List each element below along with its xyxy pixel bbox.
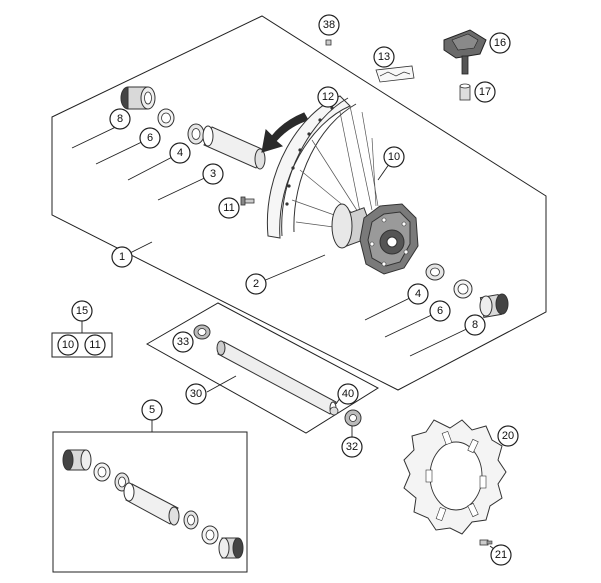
svg-text:40: 40 <box>342 388 354 400</box>
leader-2 <box>255 254 326 285</box>
svg-text:16: 16 <box>494 37 506 49</box>
callout-4-right: 4 <box>407 283 429 305</box>
callout-38: 38 <box>318 14 340 36</box>
svg-text:32: 32 <box>346 441 358 453</box>
valve-cap-icon <box>325 39 332 46</box>
callout-20: 20 <box>497 425 519 447</box>
callout-33: 33 <box>172 331 194 353</box>
svg-text:3: 3 <box>210 168 216 180</box>
svg-text:5: 5 <box>149 404 155 416</box>
distance-sleeve-icon <box>202 125 266 170</box>
svg-text:10: 10 <box>388 151 400 163</box>
bearing-right-icon <box>425 263 445 281</box>
wheel-spindle-panel <box>145 302 379 434</box>
svg-text:15: 15 <box>76 305 88 317</box>
wheel-spindle-icon <box>216 340 337 415</box>
callout-8-left: 8 <box>109 108 131 130</box>
rim-tape-icon <box>375 65 415 83</box>
callout-10-spokes: 10 <box>383 146 405 168</box>
svg-text:4: 4 <box>415 288 421 300</box>
wheel-rim-icon <box>266 95 357 239</box>
svg-text:12: 12 <box>322 91 334 103</box>
kit-bearing-seal-right-icon <box>218 537 244 559</box>
svg-text:8: 8 <box>472 319 478 331</box>
svg-text:2: 2 <box>253 278 259 290</box>
spacer-ring-right-icon <box>453 279 473 299</box>
callout-6-right: 6 <box>429 300 451 322</box>
svg-text:30: 30 <box>190 388 202 400</box>
callout-10-kit: 10 <box>57 334 79 356</box>
kit-bearing-2-icon <box>183 510 199 530</box>
svg-text:20: 20 <box>502 430 514 442</box>
callout-15: 15 <box>71 300 93 322</box>
spindle-nut-icon <box>193 324 211 340</box>
rim-lock-icon <box>443 29 487 75</box>
bearing-seal-left-icon <box>120 86 156 110</box>
svg-text:6: 6 <box>437 305 443 317</box>
svg-text:33: 33 <box>177 336 189 348</box>
leader-30 <box>206 375 237 393</box>
disc-screw-icon <box>479 539 493 546</box>
leader-8-left <box>71 124 121 149</box>
callout-40: 40 <box>337 383 359 405</box>
kit-bearing-seal-left-icon <box>62 449 92 471</box>
bearing-seal-right-icon <box>479 293 509 318</box>
repair-kit-panel <box>52 431 248 573</box>
brake-disc-icon <box>403 419 507 535</box>
callout-17: 17 <box>474 81 496 103</box>
leader-8-right <box>409 324 476 357</box>
svg-text:10: 10 <box>62 339 74 351</box>
callout-16: 16 <box>489 32 511 54</box>
svg-text:1: 1 <box>119 251 125 263</box>
callout-4-left: 4 <box>169 142 191 164</box>
svg-text:21: 21 <box>495 549 507 561</box>
callout-8-right: 8 <box>464 314 486 336</box>
kit-15-box <box>51 332 113 358</box>
wheel-assembly-panel <box>51 15 547 391</box>
svg-text:38: 38 <box>323 19 335 31</box>
svg-text:17: 17 <box>479 86 491 98</box>
spindle-washer-icon <box>329 406 339 416</box>
callout-30: 30 <box>185 383 207 405</box>
callout-11-kit: 11 <box>84 334 106 356</box>
callout-32: 32 <box>341 436 363 458</box>
callout-11-nipple: 11 <box>218 197 240 219</box>
kit-spacer-ring-1-icon <box>93 462 111 482</box>
svg-text:8: 8 <box>117 113 123 125</box>
kit-distance-sleeve-icon <box>123 482 180 526</box>
callout-5: 5 <box>141 399 163 421</box>
callout-1: 1 <box>111 246 133 268</box>
rim-lock-nut-icon <box>459 83 471 101</box>
svg-text:6: 6 <box>147 132 153 144</box>
callout-12: 12 <box>317 86 339 108</box>
callout-2: 2 <box>245 273 267 295</box>
callout-6-left: 6 <box>139 127 161 149</box>
spoke-nipple-icon <box>240 196 255 206</box>
svg-text:4: 4 <box>177 147 183 159</box>
callout-13: 13 <box>373 46 395 68</box>
wheel-hub-icon <box>331 203 419 275</box>
rotation-direction-arrow-icon <box>261 112 309 153</box>
bearing-left-icon <box>187 123 205 145</box>
svg-text:13: 13 <box>378 51 390 63</box>
callout-3: 3 <box>202 163 224 185</box>
kit-spacer-ring-2-icon <box>201 525 219 545</box>
svg-text:11: 11 <box>223 202 234 214</box>
callout-21: 21 <box>490 544 512 566</box>
svg-text:11: 11 <box>89 339 100 351</box>
spacer-bushing-icon <box>344 409 362 427</box>
spacer-ring-left-icon <box>157 108 175 128</box>
